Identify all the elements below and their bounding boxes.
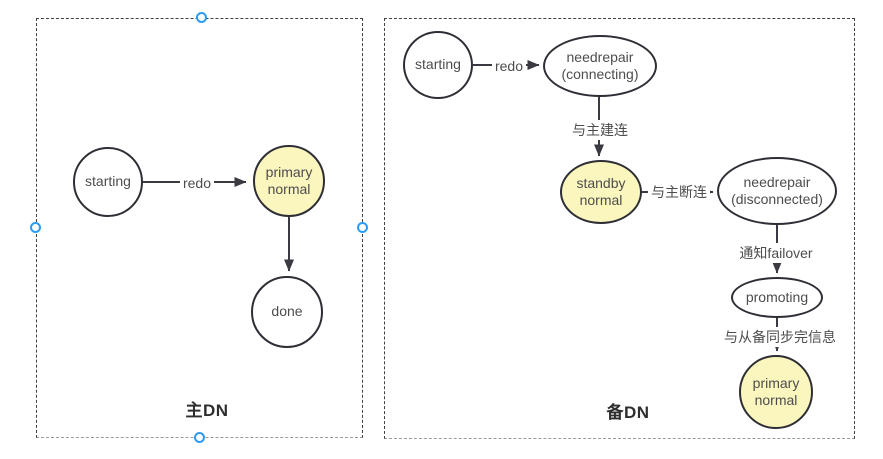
state-node-primary-normal-left[interactable]: primary normal bbox=[253, 145, 325, 217]
state-node-starting-primary[interactable]: starting bbox=[73, 147, 143, 217]
edge-label-notify-failover[interactable]: 通知failover bbox=[736, 243, 816, 263]
selection-handle-left[interactable] bbox=[30, 222, 41, 233]
state-node-primary-normal-right[interactable]: primary normal bbox=[739, 355, 813, 429]
panel-standby-dn[interactable] bbox=[384, 18, 855, 439]
edge-label-disconnect-from-primary[interactable]: 与主断连 bbox=[648, 182, 710, 202]
state-node-needrepair-disconnected[interactable]: needrepair (disconnected) bbox=[717, 157, 837, 225]
edge-label-sync-standby-done[interactable]: 与从备同步完信息 bbox=[721, 327, 839, 347]
edge-label-connect-to-primary[interactable]: 与主建连 bbox=[569, 120, 631, 140]
selection-handle-bottom[interactable] bbox=[194, 432, 205, 443]
panel-primary-dn[interactable] bbox=[36, 18, 363, 438]
state-node-promoting[interactable]: promoting bbox=[731, 277, 823, 318]
panel-title-primary-dn: 主DN bbox=[185, 401, 229, 420]
selection-handle-top[interactable] bbox=[196, 12, 207, 23]
state-node-starting-standby[interactable]: starting bbox=[403, 31, 473, 99]
state-node-done[interactable]: done bbox=[251, 276, 323, 348]
edge-label-redo-left[interactable]: redo bbox=[179, 175, 215, 191]
state-node-standby-normal[interactable]: standby normal bbox=[560, 160, 642, 224]
edge-label-redo-right[interactable]: redo bbox=[491, 58, 527, 74]
selection-handle-right[interactable] bbox=[357, 222, 368, 233]
state-node-needrepair-connecting[interactable]: needrepair (connecting) bbox=[543, 35, 657, 97]
panel-title-standby-dn: 备DN bbox=[606, 403, 650, 422]
